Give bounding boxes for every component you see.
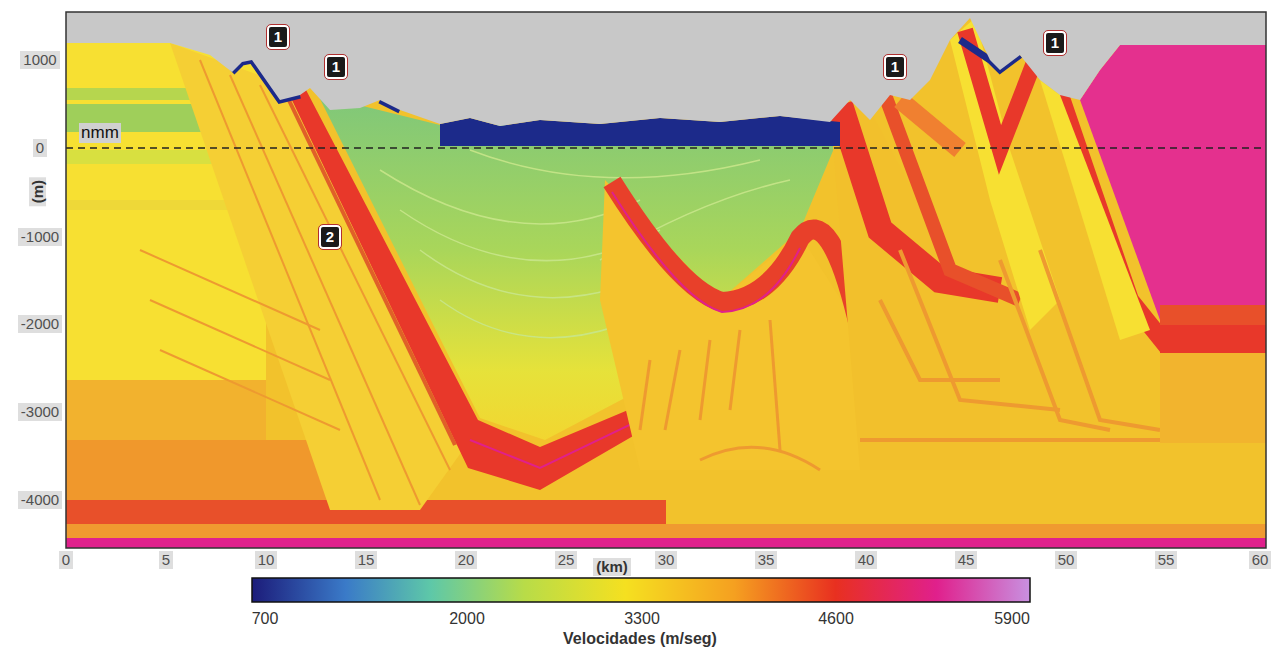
distance-tick: 20 bbox=[455, 551, 478, 568]
axis-title: (m) bbox=[29, 177, 46, 206]
depth-tick: 0 bbox=[33, 139, 47, 156]
model-layers bbox=[66, 12, 1266, 548]
distance-tick: 15 bbox=[355, 551, 378, 568]
colorbar-tick: 3300 bbox=[624, 610, 660, 628]
colorbar-tick: 2000 bbox=[449, 610, 485, 628]
callout-number: 1 bbox=[267, 25, 289, 48]
model-shape bbox=[665, 350, 680, 430]
colorbar-tick: 5900 bbox=[994, 610, 1030, 628]
model-shape bbox=[1160, 325, 1266, 353]
depth-tick: 1000 bbox=[20, 51, 59, 68]
distance-tick: 45 bbox=[955, 551, 978, 568]
distance-tick: 10 bbox=[255, 551, 278, 568]
model-shape bbox=[880, 300, 1000, 380]
distance-tick: 25 bbox=[555, 551, 578, 568]
model-shape bbox=[612, 192, 800, 312]
model-shape bbox=[380, 170, 640, 224]
depth-tick: -4000 bbox=[18, 491, 62, 508]
depth-tick: -3000 bbox=[18, 403, 62, 420]
color-bar bbox=[252, 578, 1030, 602]
callout-number: 1 bbox=[884, 55, 906, 78]
callout-number: 1 bbox=[1044, 31, 1066, 54]
model-shape bbox=[160, 350, 340, 430]
model-shape bbox=[600, 180, 860, 470]
model-shape bbox=[470, 150, 760, 178]
model-shape bbox=[700, 447, 820, 470]
model-shape bbox=[770, 320, 780, 450]
model-shape bbox=[900, 100, 960, 150]
plot-frame bbox=[66, 12, 1266, 548]
model-shape bbox=[66, 12, 1266, 126]
sea-level-line bbox=[66, 147, 1266, 149]
distance-tick: 60 bbox=[1249, 551, 1272, 568]
model-shape bbox=[640, 360, 650, 430]
model-shape bbox=[66, 380, 266, 440]
callout-number: 1 bbox=[325, 55, 347, 78]
distance-tick: 5 bbox=[159, 551, 173, 568]
distance-tick: 50 bbox=[1055, 551, 1078, 568]
callout-number: 2 bbox=[319, 225, 341, 248]
colorbar-tick: 4600 bbox=[818, 610, 854, 628]
model-shape bbox=[66, 524, 1266, 540]
model-shape bbox=[1080, 45, 1266, 320]
model-shape bbox=[66, 12, 1266, 548]
model-shape bbox=[150, 300, 330, 380]
distance-tick: 55 bbox=[1155, 551, 1178, 568]
model-shape bbox=[612, 182, 860, 330]
model-shape bbox=[140, 250, 320, 330]
model-shape bbox=[700, 340, 710, 420]
distance-tick: 40 bbox=[855, 551, 878, 568]
distance-tick: 35 bbox=[755, 551, 778, 568]
model-shape bbox=[900, 250, 1060, 410]
distance-tick: 0 bbox=[59, 551, 73, 568]
datum-label: nmm bbox=[79, 123, 121, 143]
distance-tick: 30 bbox=[655, 551, 678, 568]
depth-tick: -1000 bbox=[18, 228, 62, 245]
model-shape bbox=[1040, 250, 1160, 430]
model-shape bbox=[1160, 353, 1266, 443]
colorbar-title: Velocidades (m/seg) bbox=[563, 630, 717, 648]
model-shape bbox=[1160, 305, 1266, 325]
axis-title: (km) bbox=[593, 558, 631, 575]
colorbar-tick: 700 bbox=[252, 610, 279, 628]
model-shape bbox=[730, 330, 740, 410]
model-shape bbox=[66, 538, 1266, 548]
model-shape bbox=[640, 320, 820, 470]
depth-tick: -2000 bbox=[18, 315, 62, 332]
